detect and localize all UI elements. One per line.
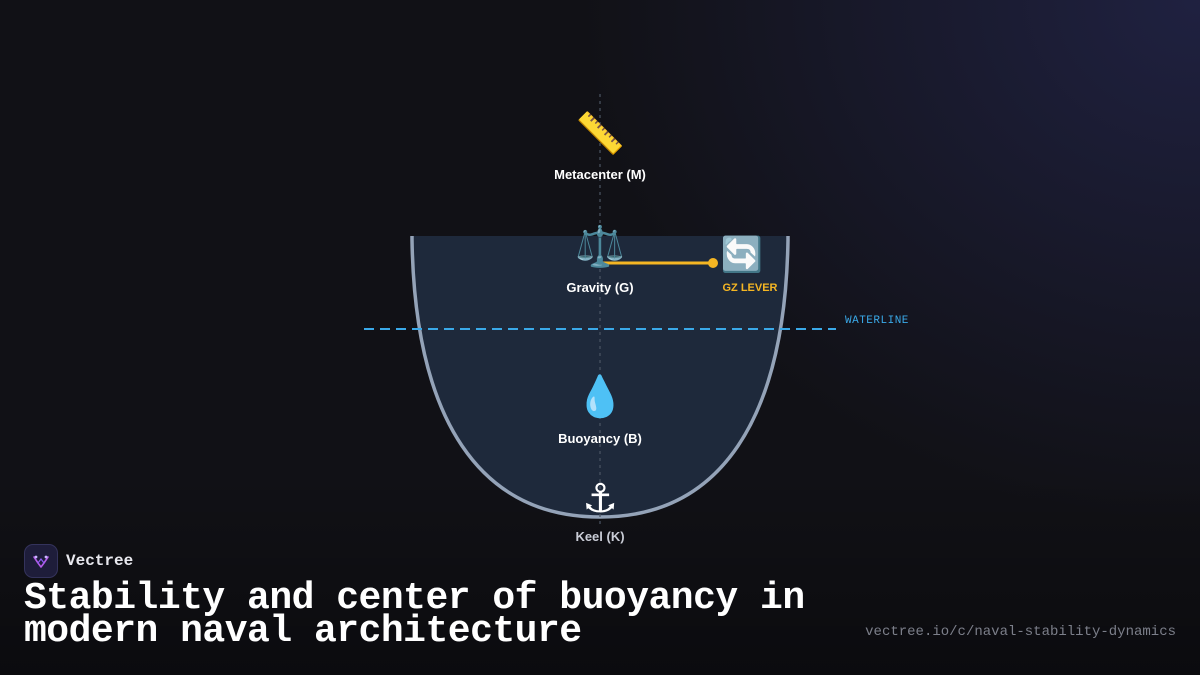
droplet-icon: 💧 <box>575 374 625 420</box>
metacenter-label: Metacenter (M) <box>554 167 646 182</box>
page-title: Stability and center of buoyancy in mode… <box>24 577 805 653</box>
ruler-icon: 📏 <box>575 111 625 157</box>
gz-lever-label: GZ LEVER <box>722 282 778 294</box>
brand-name: Vectree <box>66 552 134 570</box>
rotate-arrows-icon: 🔄 <box>720 235 764 275</box>
buoyancy-label: Buoyancy (B) <box>558 431 642 446</box>
brand[interactable]: Vectree <box>24 544 133 578</box>
balance-scale-icon: ⚖️ <box>575 224 625 270</box>
keel-label: Keel (K) <box>575 529 625 544</box>
vectree-logo-icon <box>24 544 58 578</box>
anchor-icon: ⚓ <box>582 476 618 522</box>
gz-lever-endpoint <box>708 258 718 268</box>
waterline-label: WATERLINE <box>845 315 909 327</box>
page-url[interactable]: vectree.io/c/naval-stability-dynamics <box>865 624 1176 640</box>
gravity-label: Gravity (G) <box>566 280 634 295</box>
